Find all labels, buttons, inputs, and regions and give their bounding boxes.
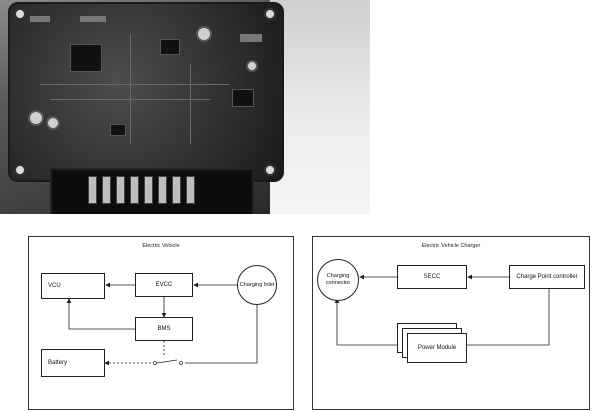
circuit-board-photo — [0, 0, 370, 214]
secc-box: SECC — [397, 265, 467, 289]
header-component — [80, 16, 106, 22]
charging-connector-node: Charging connector — [317, 259, 359, 301]
evc-diagram-title: Electric Vehicle Charger — [421, 243, 481, 249]
switch-blade — [156, 359, 178, 364]
mounting-hole — [264, 8, 276, 20]
evc-diagram-connectors — [334, 274, 550, 348]
mounting-hole — [14, 8, 26, 20]
charge-point-controller-box: Charge Point controller — [509, 265, 585, 289]
charging-inlet-node: Charging Inlet — [237, 265, 277, 305]
vcu-box: VCU — [41, 273, 105, 299]
switch-contact — [179, 361, 183, 365]
board-connector — [50, 168, 254, 214]
switch-contact — [153, 361, 157, 365]
ev-diagram-panel: Electric Vehicle VCU EVCC BMS Battery Ch… — [28, 236, 294, 410]
pcb-trace — [190, 64, 191, 144]
mounting-hole — [14, 164, 26, 176]
connector-pin — [172, 176, 181, 204]
header-component — [30, 16, 50, 22]
connector-pin — [130, 176, 139, 204]
connector-pin — [116, 176, 125, 204]
link-inlet-switch — [185, 303, 258, 364]
evcc-box: EVCC — [135, 273, 193, 297]
ic-chip — [232, 89, 254, 107]
pcb-trace — [130, 34, 131, 144]
pcb-board — [8, 2, 284, 182]
pcb-trace — [40, 84, 230, 85]
connector-pin — [158, 176, 167, 204]
connector-pin — [144, 176, 153, 204]
ic-chip — [110, 124, 126, 136]
ev-diagram-title: Electric Vehicle — [142, 243, 180, 249]
power-module-box: Power Module — [407, 333, 467, 363]
link-cpc-power — [458, 289, 550, 348]
bms-box: BMS — [135, 317, 193, 341]
photo-background — [270, 0, 370, 214]
mounting-hole — [264, 164, 276, 176]
link-power-connector — [334, 298, 397, 346]
link-bms-vcu — [66, 298, 135, 330]
connector-pin — [88, 176, 97, 204]
ic-chip — [160, 39, 180, 55]
capacitor — [28, 110, 44, 126]
ev-diagram-connectors — [66, 282, 258, 366]
capacitor — [196, 26, 212, 42]
evc-diagram-panel: Electric Vehicle Charger Charging connec… — [312, 236, 590, 410]
battery-box: Battery — [41, 349, 105, 377]
capacitor — [46, 116, 60, 130]
microcontroller-chip — [70, 44, 102, 72]
header-component — [240, 34, 262, 42]
capacitor — [246, 60, 258, 72]
connector-pin — [186, 176, 195, 204]
connector-pin — [102, 176, 111, 204]
